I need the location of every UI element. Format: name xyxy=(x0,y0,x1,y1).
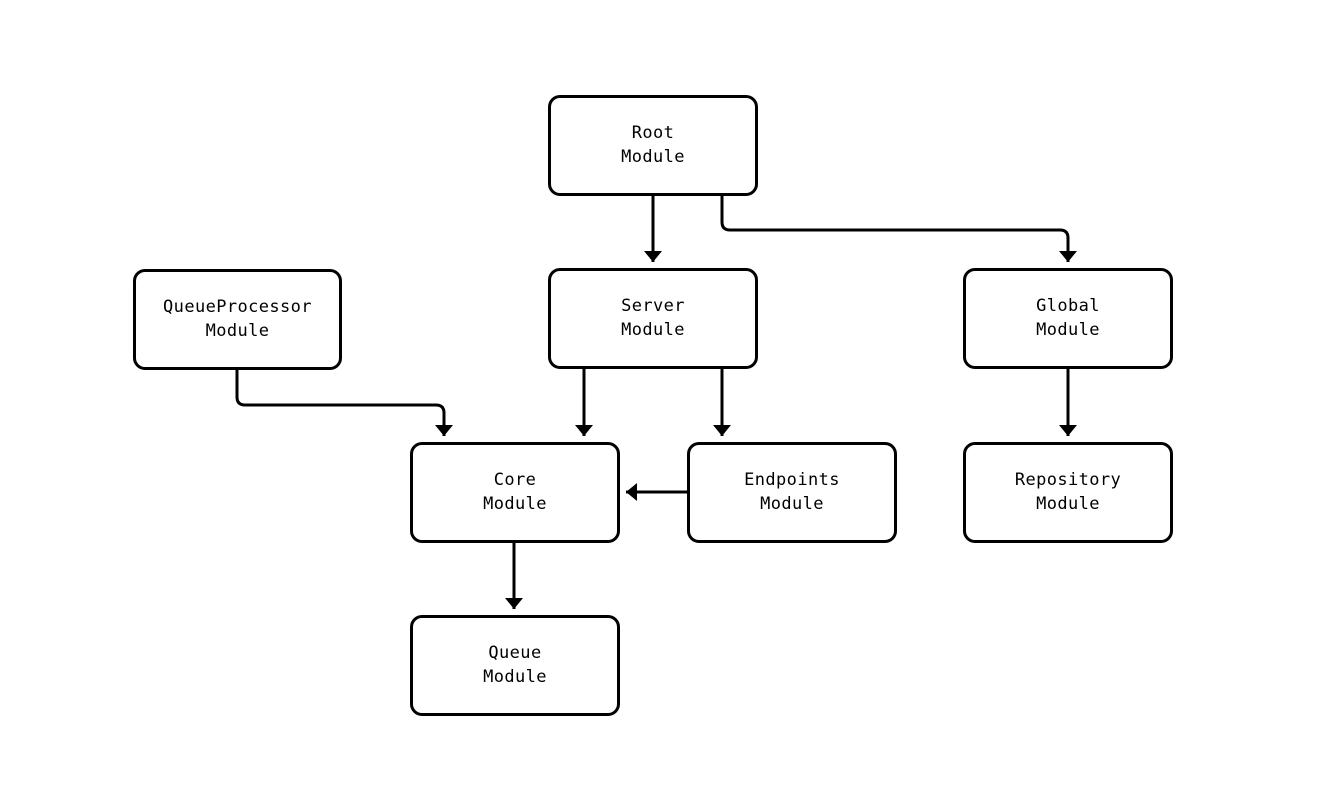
arrowhead-root-global xyxy=(1059,251,1077,262)
node-label-line1: Core xyxy=(493,470,537,491)
node-queue-module[interactable]: Queue Module xyxy=(410,615,620,716)
node-label-line2: Module xyxy=(483,493,547,514)
arrowhead-queueprocessor-core xyxy=(435,425,453,436)
node-label-line2: Module xyxy=(760,493,824,514)
arrowhead-server-endpoints xyxy=(713,425,731,436)
node-label-line1: Endpoints xyxy=(744,470,840,491)
arrowhead-server-core xyxy=(575,425,593,436)
edge-root-global xyxy=(720,196,1070,262)
edge-queueprocessor-core xyxy=(235,370,446,436)
arrowhead-root-server xyxy=(644,251,662,262)
node-repository-module[interactable]: Repository Module xyxy=(963,442,1173,543)
node-label-line1: Root xyxy=(631,123,675,144)
node-label-line2: Module xyxy=(1036,493,1100,514)
node-label-line2: Module xyxy=(483,666,547,687)
node-endpoints-module[interactable]: Endpoints Module xyxy=(687,442,897,543)
node-label-line2: Module xyxy=(621,319,685,340)
node-server-module[interactable]: Server Module xyxy=(548,268,758,369)
node-core-module[interactable]: Core Module xyxy=(410,442,620,543)
node-label-line2: Module xyxy=(205,320,270,341)
node-label-line1: Repository xyxy=(1014,470,1122,491)
node-root-module[interactable]: Root Module xyxy=(548,95,758,196)
node-queueprocessor-module[interactable]: QueueProcessor Module xyxy=(133,269,342,370)
node-label-line1: Global xyxy=(1036,296,1100,317)
node-label-line2: Module xyxy=(621,146,685,167)
node-label-line2: Module xyxy=(1036,319,1100,340)
node-label-line1: Queue xyxy=(488,643,542,664)
arrowhead-endpoints-core xyxy=(626,483,637,501)
arrowhead-core-queue xyxy=(505,598,523,609)
node-label-line1: QueueProcessor xyxy=(163,297,312,318)
node-label-line1: Server xyxy=(621,296,685,317)
node-global-module[interactable]: Global Module xyxy=(963,268,1173,369)
arrowhead-global-repository xyxy=(1059,425,1077,436)
